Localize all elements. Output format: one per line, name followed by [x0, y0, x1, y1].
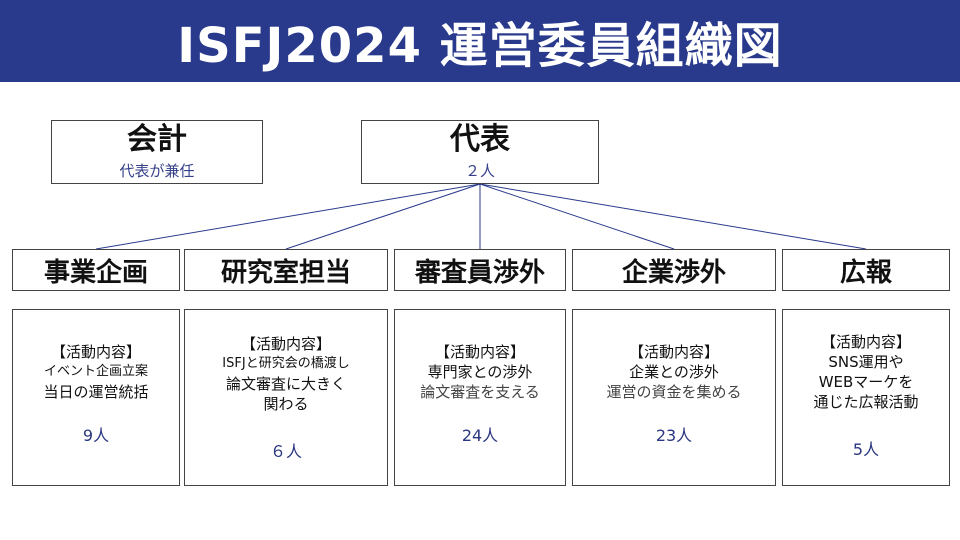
dept-title-box-business-planning: 事業企画	[12, 249, 180, 291]
dept-title: 広報	[839, 257, 892, 288]
dept-desc-box-judge-relations: 【活動内容】 専門家との渉外 論文審査を支える 24人	[394, 309, 566, 486]
activity-label: 【活動内容】	[50, 343, 141, 361]
dept-title-box-judge-relations: 審査員渉外	[394, 249, 566, 291]
dept-desc-box-corporate-relations: 【活動内容】 企業との渉外 運営の資金を集める 23人	[572, 309, 776, 486]
leader-box: 代表 ２人	[361, 120, 599, 184]
activity-line: 関わる	[263, 395, 309, 413]
activity-line: 論文審査に大きく	[225, 375, 346, 393]
dept-title: 事業企画	[43, 257, 148, 288]
activity-label: 【活動内容】	[628, 343, 719, 361]
activity-line: 企業との渉外	[629, 363, 719, 381]
member-count: 9人	[82, 426, 110, 445]
dept-desc-box-pr: 【活動内容】 SNS運用や WEBマーケを 通じた広報活動 5人	[782, 309, 950, 486]
member-count: 23人	[655, 426, 693, 445]
dept-title: 企業渉外	[621, 257, 726, 288]
activity-line: SNS運用や	[828, 353, 904, 371]
leader-title: 代表	[450, 122, 510, 157]
connector-line-5	[479, 183, 867, 250]
accounting-title: 会計	[127, 122, 187, 157]
connector-line-1	[95, 183, 481, 250]
activity-line: 通じた広報活動	[813, 393, 919, 411]
activity-line: WEBマーケを	[818, 373, 914, 391]
activity-line: 運営の資金を集める	[606, 383, 742, 401]
accounting-note: 代表が兼任	[119, 162, 195, 180]
activity-line: 論文審査を支える	[420, 383, 540, 401]
dept-desc-box-lab-liaison: 【活動内容】 ISFJと研究会の橋渡し 論文審査に大きく 関わる ６人	[184, 309, 388, 486]
dept-title-box-lab-liaison: 研究室担当	[184, 249, 388, 291]
dept-title: 審査員渉外	[414, 257, 545, 288]
activity-line: イベント企画立案	[43, 364, 148, 379]
activity-line: ISFJと研究会の橋渡し	[222, 356, 350, 371]
activity-label: 【活動内容】	[820, 333, 911, 351]
member-count: 24人	[461, 426, 499, 445]
member-count: 5人	[852, 440, 880, 459]
dept-title: 研究室担当	[220, 257, 351, 288]
dept-desc-box-business-planning: 【活動内容】 イベント企画立案 当日の運営統括 9人	[12, 309, 180, 486]
leader-count: ２人	[464, 162, 495, 180]
member-count: ６人	[269, 442, 302, 461]
dept-title-box-pr: 広報	[782, 249, 950, 291]
connector-line-2	[285, 183, 481, 250]
connector-line-4	[479, 183, 675, 250]
activity-line: 当日の運営統括	[43, 383, 149, 401]
activity-line: 専門家との渉外	[427, 363, 533, 381]
dept-title-box-corporate-relations: 企業渉外	[572, 249, 776, 291]
page-title: ISFJ2024 運営委員組織図	[177, 18, 783, 74]
activity-label: 【活動内容】	[434, 343, 525, 361]
title-banner: ISFJ2024 運営委員組織図	[0, 0, 960, 82]
activity-label: 【活動内容】	[240, 335, 331, 353]
accounting-box: 会計 代表が兼任	[51, 120, 263, 184]
